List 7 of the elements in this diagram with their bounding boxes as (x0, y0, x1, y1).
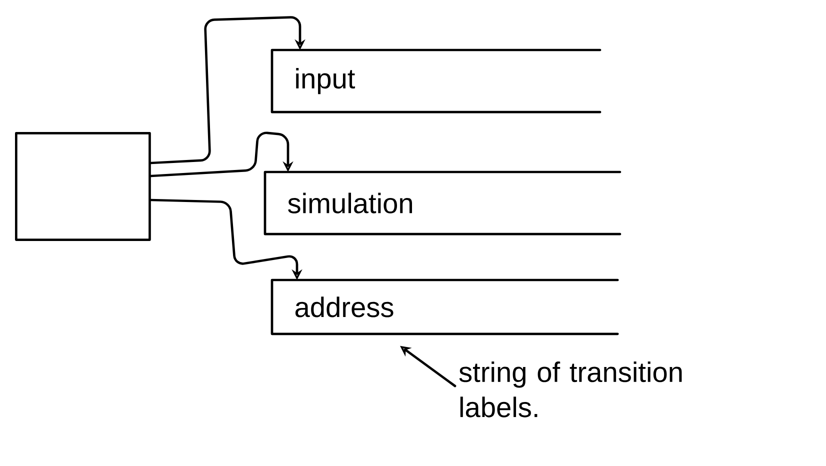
arrow (150, 132, 294, 178)
note-text: string of transition labels. (459, 362, 682, 418)
tape: simulation (264, 170, 622, 236)
arrow (150, 16, 306, 164)
empty-box (15, 132, 151, 241)
tape: address (270, 278, 619, 336)
tape: input (270, 48, 602, 114)
